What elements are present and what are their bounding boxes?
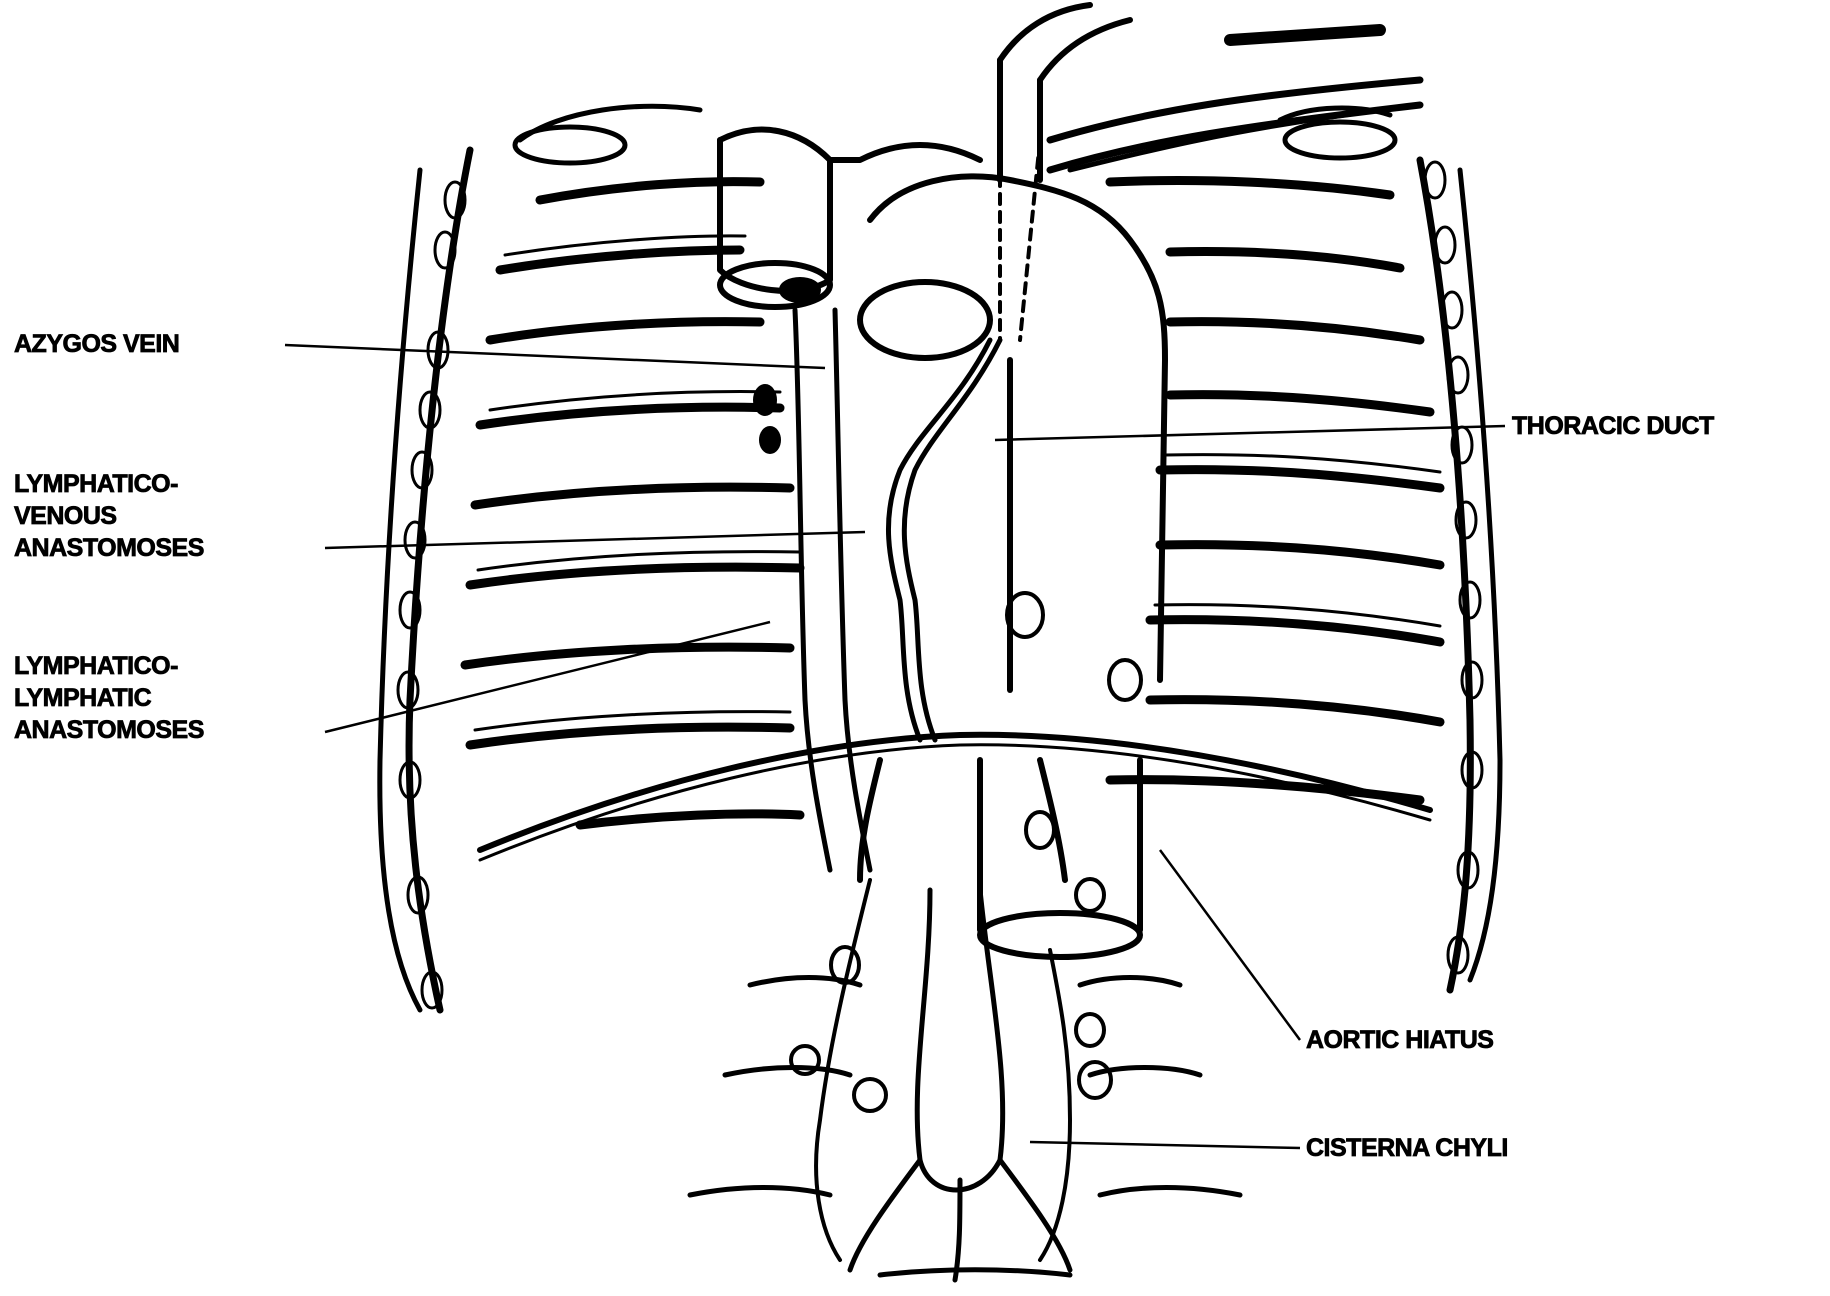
right-ribcage-edge — [1420, 160, 1500, 990]
label-azygos-vein: AZYGOS VEIN — [14, 328, 179, 360]
leader-aortic-hiatus — [1160, 850, 1300, 1040]
azygos-vein — [795, 310, 870, 870]
leader-azygos-vein — [285, 345, 825, 368]
label-aortic-hiatus: AORTIC HIATUS — [1306, 1024, 1493, 1056]
leader-thoracic-duct — [995, 426, 1505, 440]
aorta — [720, 5, 1380, 690]
diaphragm — [480, 735, 1430, 880]
ribs — [465, 181, 1440, 825]
label-cisterna-chyli: CISTERNA CHYLI — [1306, 1132, 1508, 1164]
vertebrae — [690, 978, 1240, 1276]
label-thoracic-duct: THORACIC DUCT — [1512, 410, 1714, 442]
label-lymphatico-venous-anastomoses: LYMPHATICO- VENOUS ANASTOMOSES — [14, 468, 204, 564]
leader-lymphatico-lymphatic — [325, 622, 770, 732]
cisterna-chyli — [816, 880, 1070, 1280]
left-ribcage-edge — [380, 150, 470, 1010]
rib-inner-lines — [475, 236, 1440, 730]
clavicles — [515, 30, 1420, 170]
label-lymphatico-lymphatic-anastomoses: LYMPHATICO- LYMPHATIC ANASTOMOSES — [14, 650, 204, 746]
